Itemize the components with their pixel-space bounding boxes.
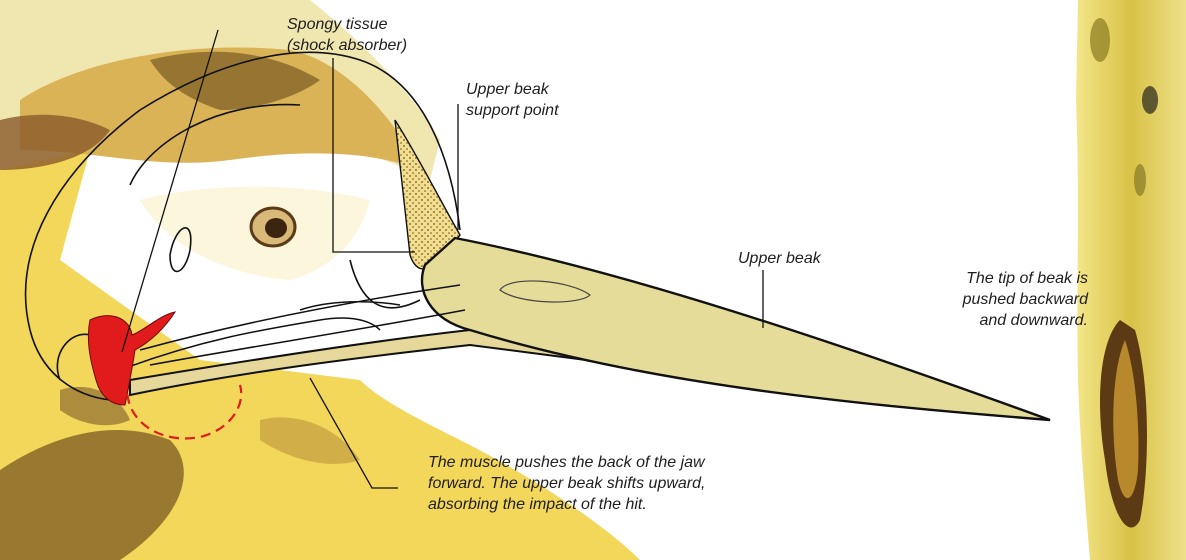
beak-tip-label: The tip of beak is pushed backward and d… xyxy=(928,268,1088,331)
muscle-description-label: The muscle pushes the back of the jaw fo… xyxy=(428,452,705,515)
support-point-label: Upper beak support point xyxy=(466,79,559,121)
spongy-tissue-label: Spongy tissue (shock absorber) xyxy=(287,14,407,56)
tree-trunk xyxy=(1076,0,1186,560)
upper-beak-label: Upper beak xyxy=(738,248,821,269)
eye xyxy=(251,208,295,246)
